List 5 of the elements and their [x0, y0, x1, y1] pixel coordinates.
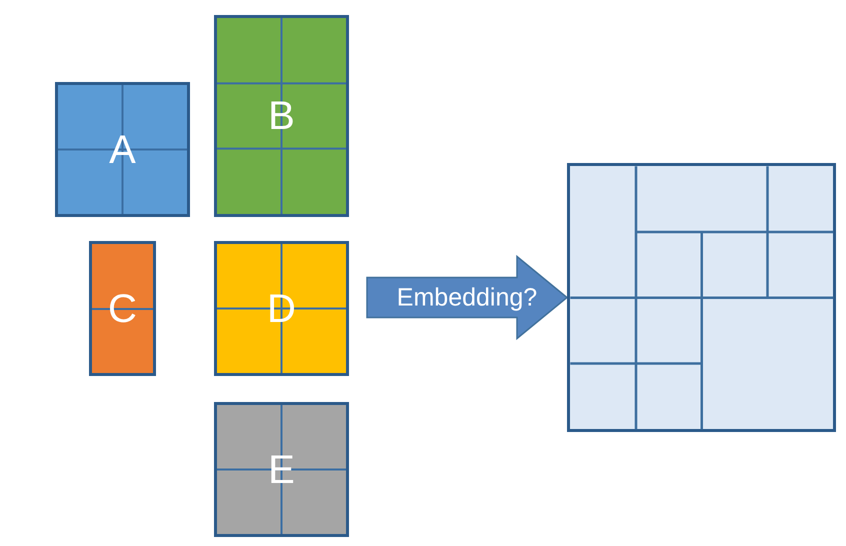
block-label: B	[268, 96, 295, 136]
grid-block	[89, 241, 156, 376]
block-label: A	[109, 130, 136, 170]
block-arrow	[366, 254, 568, 340]
edge-label: Embedding?	[396, 285, 538, 310]
